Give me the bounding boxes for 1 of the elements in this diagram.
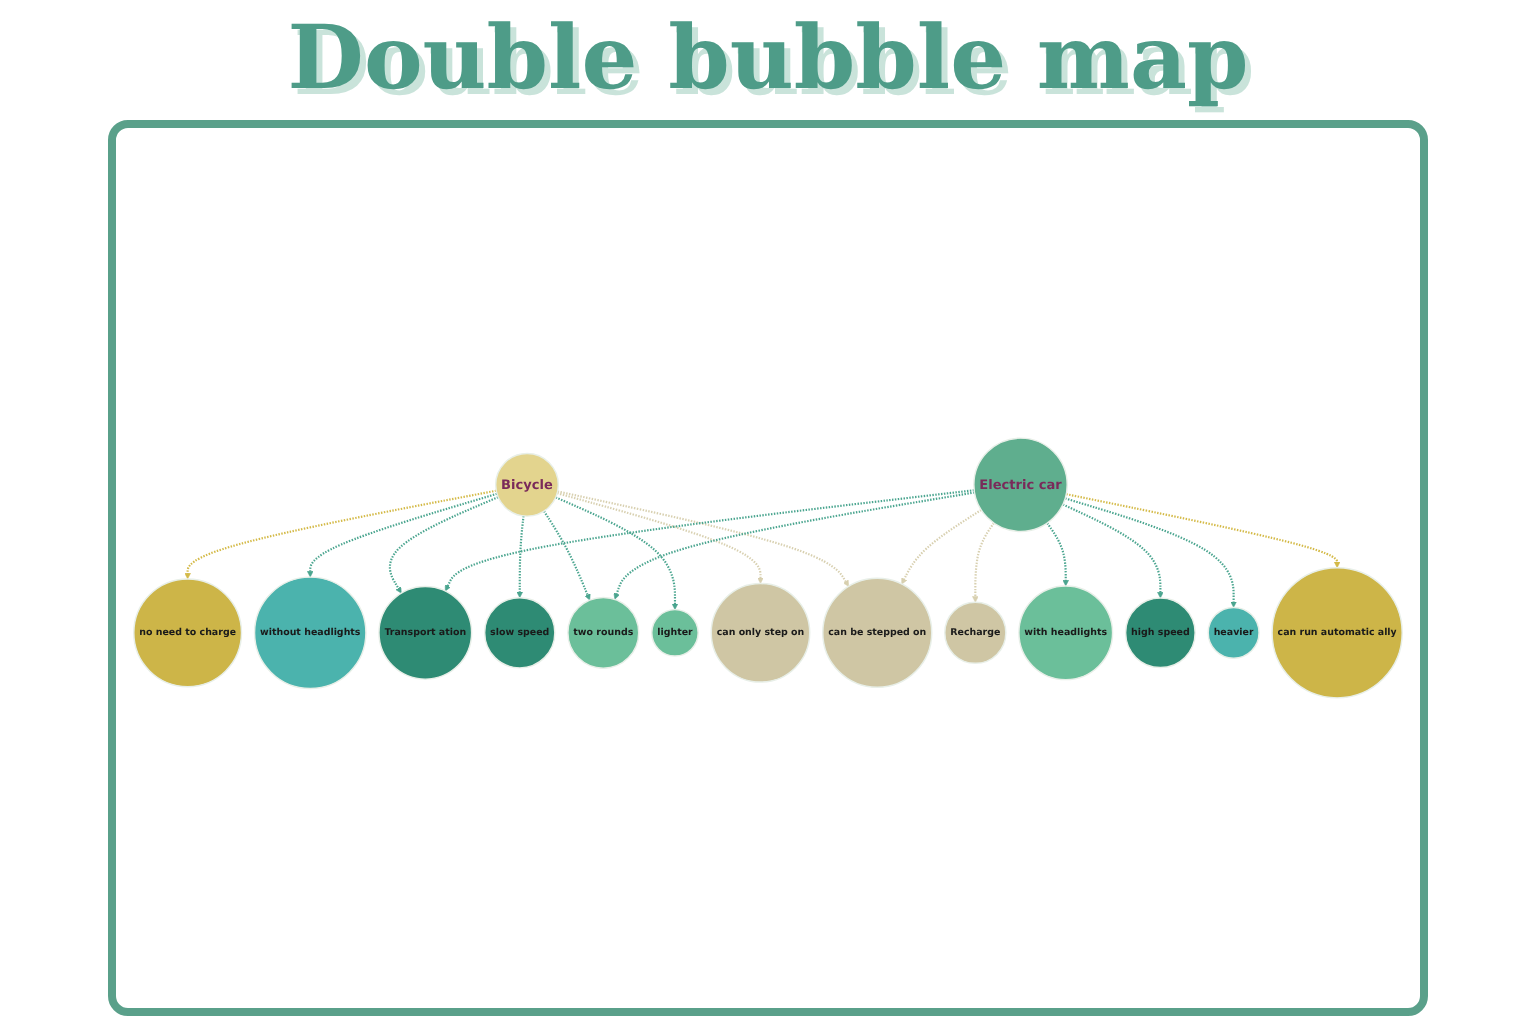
title: Double bubble map: [287, 12, 1249, 109]
